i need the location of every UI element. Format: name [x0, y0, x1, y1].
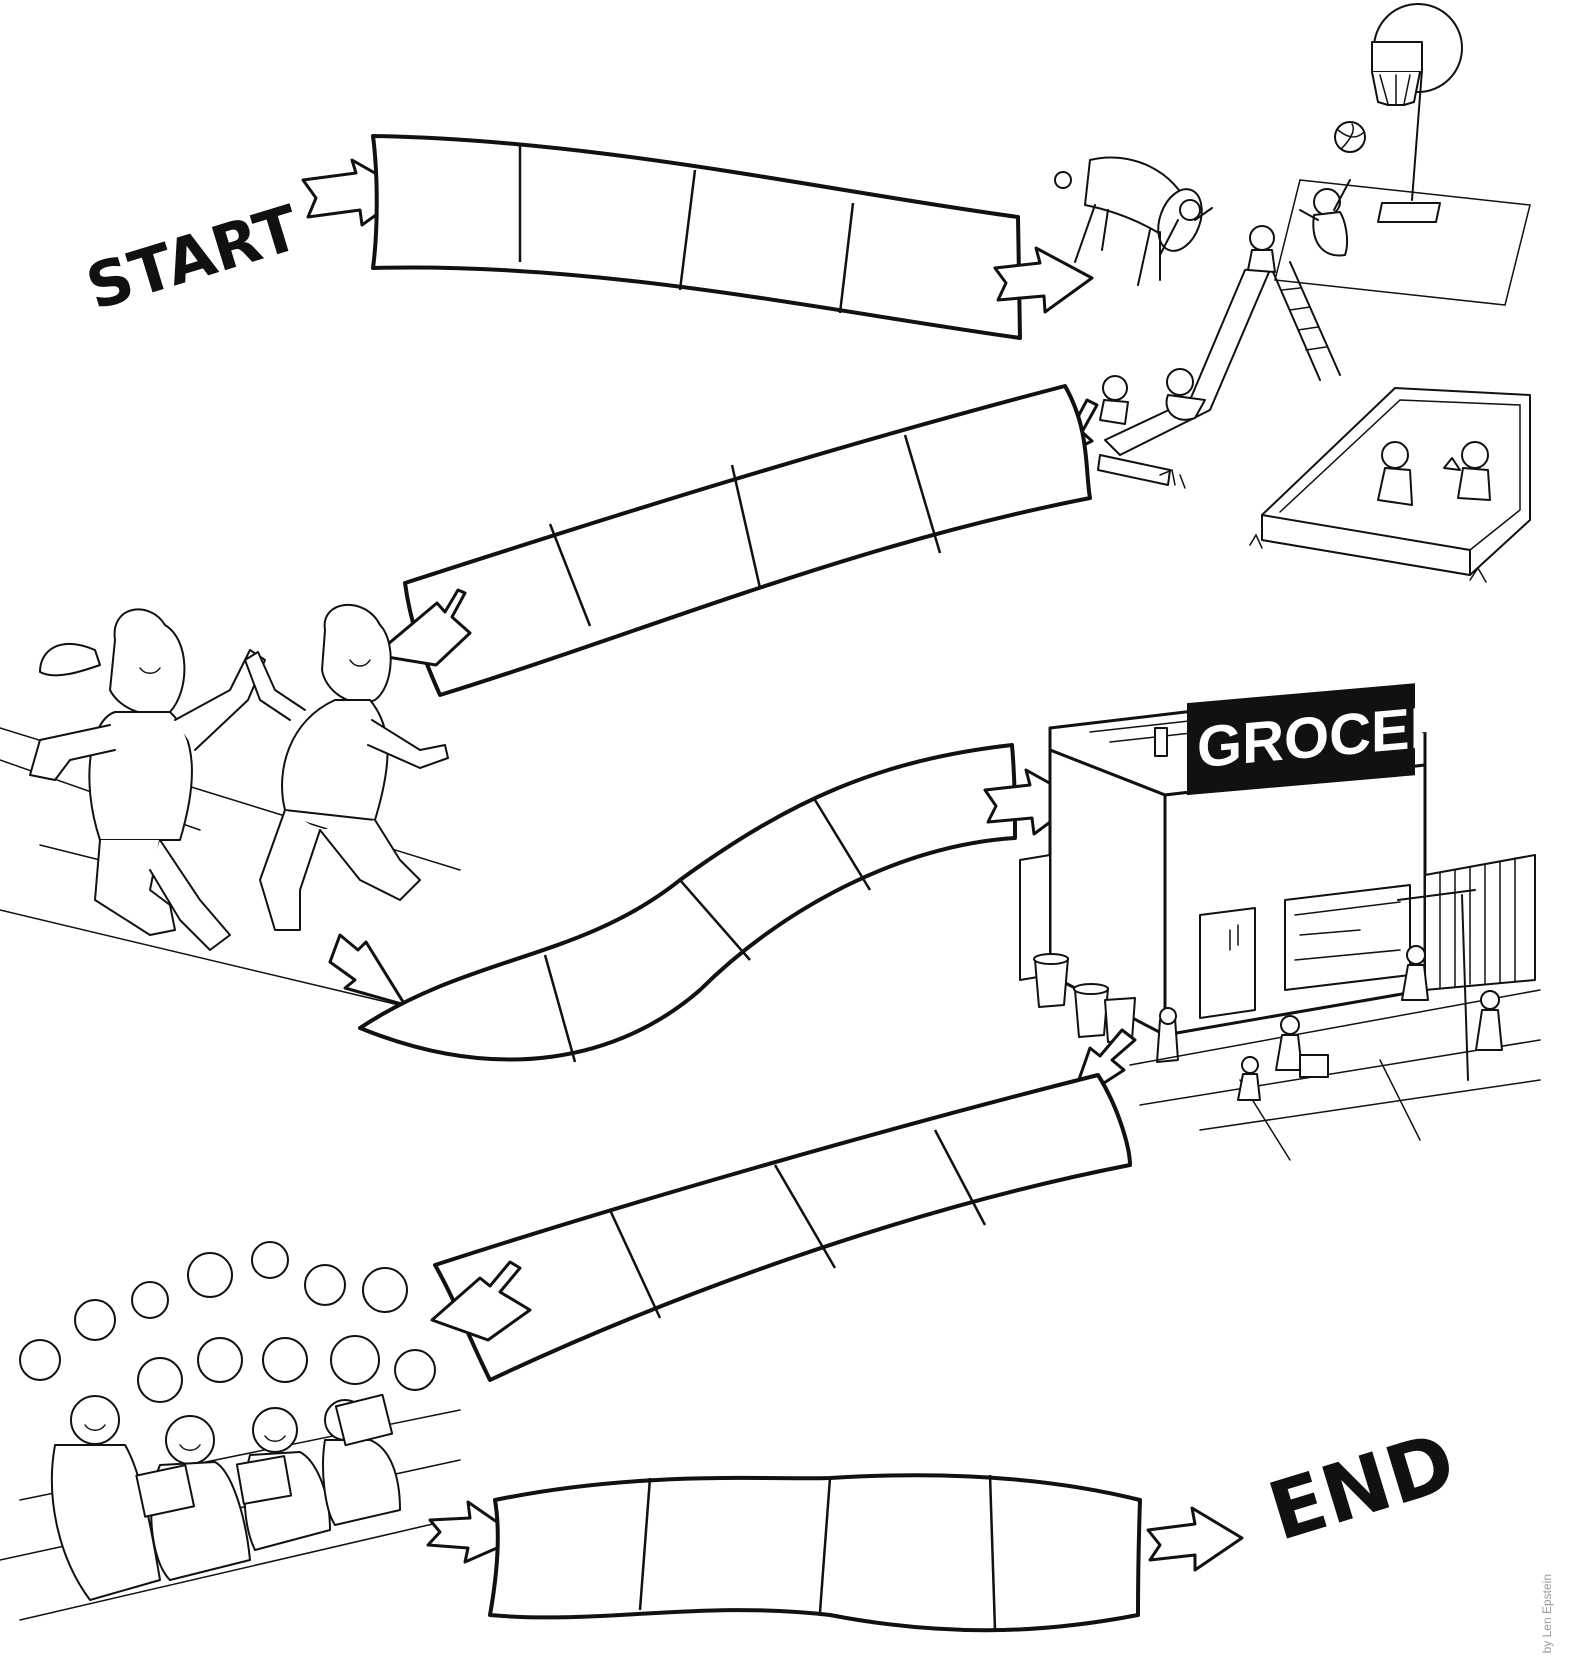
board-space-7[interactable] — [732, 435, 940, 588]
artist-credit: by Len Epstein — [1540, 1574, 1554, 1653]
start-label: START — [78, 191, 307, 324]
board-space-4[interactable] — [840, 203, 1019, 336]
arrow-4-icon — [330, 935, 405, 1005]
end-arrow-icon — [1148, 1508, 1242, 1570]
board-space-20[interactable] — [990, 1475, 1140, 1630]
path-row-2 — [405, 386, 1090, 695]
board-space-9[interactable] — [360, 955, 575, 1068]
playground-scene — [1055, 4, 1530, 582]
path-row-5 — [490, 1475, 1140, 1630]
path-row-4 — [435, 1075, 1130, 1380]
friends-walking-scene — [0, 605, 460, 1010]
path-row-3 — [360, 745, 1015, 1068]
board-space-17[interactable] — [490, 1478, 650, 1615]
board-space-18[interactable] — [640, 1478, 830, 1612]
end-label: END — [1258, 1415, 1465, 1559]
singing-crowd-scene — [0, 1242, 460, 1620]
path-row-1 — [373, 136, 1020, 338]
board-space-1[interactable] — [375, 138, 520, 267]
board-space-19[interactable] — [820, 1475, 995, 1630]
